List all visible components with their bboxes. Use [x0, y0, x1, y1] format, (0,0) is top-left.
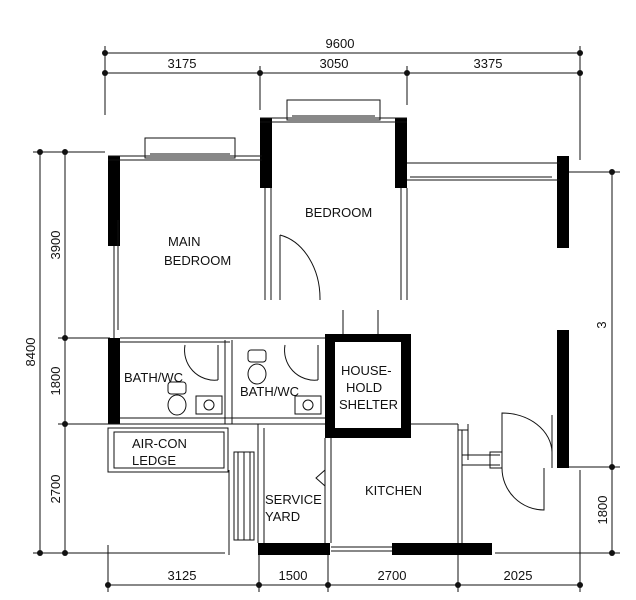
label-kitchen: KITCHEN — [365, 483, 422, 498]
label-shelter-2: HOLD — [346, 380, 382, 395]
dim-bottom-4: 2025 — [504, 568, 533, 583]
dimension-labels: 9600 3175 3050 3375 3125 1500 2700 2025 … — [23, 36, 610, 583]
label-shelter-3: SHELTER — [339, 397, 398, 412]
label-service-yard-1: SERVICE — [265, 492, 322, 507]
label-air-con-1: AIR-CON — [132, 436, 187, 451]
room-labels: MAIN BEDROOM BEDROOM BATH/WC BATH/WC HOU… — [124, 205, 422, 524]
dim-top-2: 3050 — [320, 56, 349, 71]
label-main-bedroom-1: MAIN — [168, 234, 201, 249]
dim-left-total: 8400 — [23, 338, 38, 367]
dim-top-1: 3175 — [168, 56, 197, 71]
label-shelter-1: HOUSE- — [341, 363, 392, 378]
dim-bottom-2: 1500 — [279, 568, 308, 583]
dim-bottom-1: 3125 — [168, 568, 197, 583]
dim-left-2: 1800 — [48, 367, 63, 396]
dim-top-total: 9600 — [326, 36, 355, 51]
label-bedroom: BEDROOM — [305, 205, 372, 220]
dim-right-1: 3 — [594, 321, 609, 328]
dim-bottom-3: 2700 — [378, 568, 407, 583]
dim-left-1: 3900 — [48, 231, 63, 260]
dimension-lines — [33, 46, 620, 592]
label-service-yard-2: YARD — [265, 509, 300, 524]
interior-lines — [107, 99, 560, 555]
label-air-con-2: LEDGE — [132, 453, 176, 468]
dim-right-2: 1800 — [595, 496, 610, 525]
dim-left-3: 2700 — [48, 475, 63, 504]
label-main-bedroom-2: BEDROOM — [164, 253, 231, 268]
dim-top-3: 3375 — [474, 56, 503, 71]
label-bath-wc-1: BATH/WC — [124, 370, 183, 385]
walls — [108, 118, 569, 555]
label-bath-wc-2: BATH/WC — [240, 384, 299, 399]
